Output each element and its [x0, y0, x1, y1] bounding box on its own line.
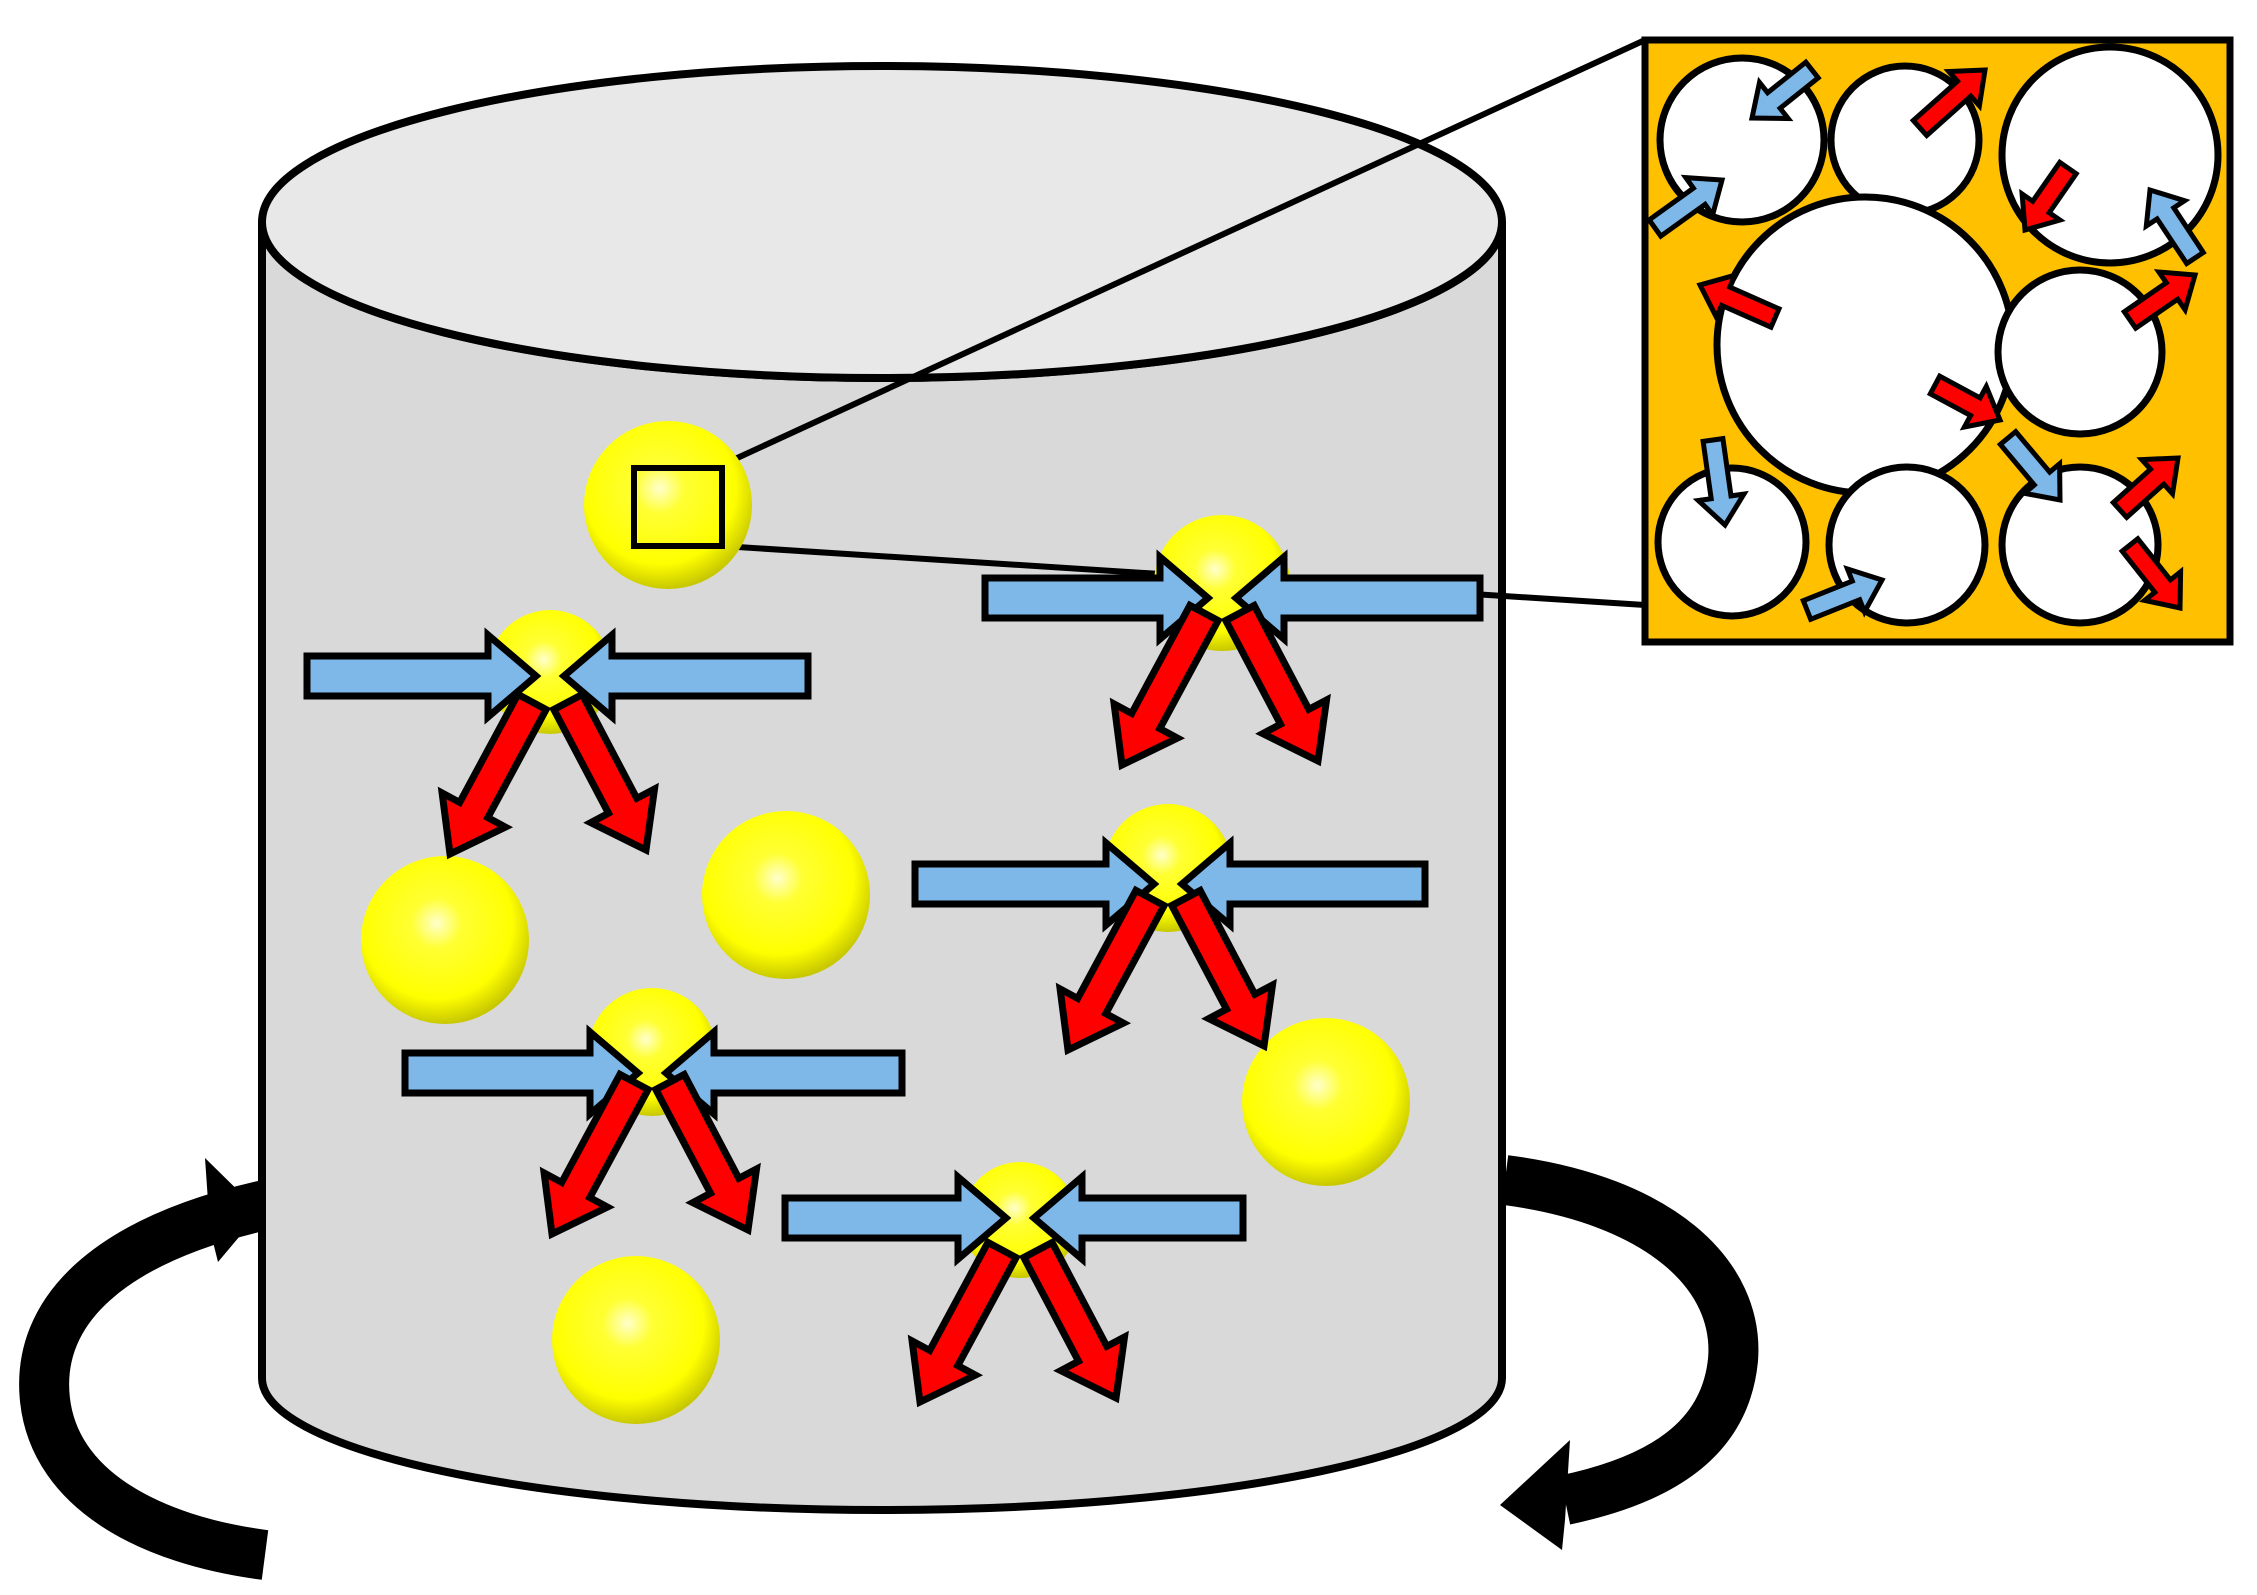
container-top	[258, 62, 1506, 382]
expulsion-arrow	[907, 1237, 1021, 1408]
inset-outflow-arrow	[1909, 67, 1988, 140]
rotation-arrow-left-head	[205, 1158, 260, 1262]
inset-outflow-arrow	[2118, 535, 2184, 612]
ball	[702, 811, 870, 979]
inset-inflow-arrow	[1800, 565, 1886, 623]
ball	[361, 856, 529, 1024]
inset-outflow-arrow	[2120, 269, 2199, 332]
expulsion-arrow	[1109, 600, 1223, 771]
expulsion-arrow	[437, 689, 551, 860]
inset-inflow-arrow	[1996, 428, 2063, 504]
expulsion-arrow	[1019, 1237, 1129, 1404]
ball	[552, 1256, 720, 1424]
expulsion-arrow	[1221, 600, 1331, 767]
compression-arrow	[981, 549, 1214, 647]
inset-inflow-arrow	[2143, 186, 2207, 267]
inset-outflow-arrow	[2109, 455, 2181, 521]
expulsion-arrow	[539, 1069, 653, 1240]
rotation-arrow-right	[1501, 1155, 1759, 1525]
inset-outflow-arrow	[2019, 158, 2080, 234]
inset-outflow-arrow	[1926, 372, 2004, 431]
inset-pore	[1994, 266, 2166, 438]
zoom-line-top	[720, 37, 1647, 468]
compression-arrow	[558, 627, 812, 725]
rotation-arrow-right-head	[1500, 1440, 1570, 1550]
compression-arrow	[401, 1024, 644, 1122]
ball	[584, 421, 752, 589]
expulsion-arrow	[549, 689, 659, 856]
expulsion-arrow	[1055, 885, 1169, 1056]
inset-inflow-arrow	[1645, 174, 1726, 240]
compression-arrow	[911, 835, 1160, 933]
compression-arrow	[303, 627, 542, 725]
inset-inflow-arrow	[1692, 435, 1749, 529]
zoom-marker-square	[631, 465, 725, 549]
expulsion-arrow	[1167, 885, 1277, 1052]
compression-arrow	[781, 1169, 1012, 1267]
inset-outflow-arrow	[1696, 271, 1783, 331]
ball	[1242, 1018, 1410, 1186]
compression-arrow	[1028, 1169, 1247, 1267]
inset-pore	[1654, 464, 1810, 620]
inset-pore	[1713, 193, 2017, 497]
inset-inflow-arrow	[1748, 58, 1822, 122]
rotation-arrow-left	[19, 1180, 271, 1580]
expulsion-arrow	[651, 1069, 761, 1236]
